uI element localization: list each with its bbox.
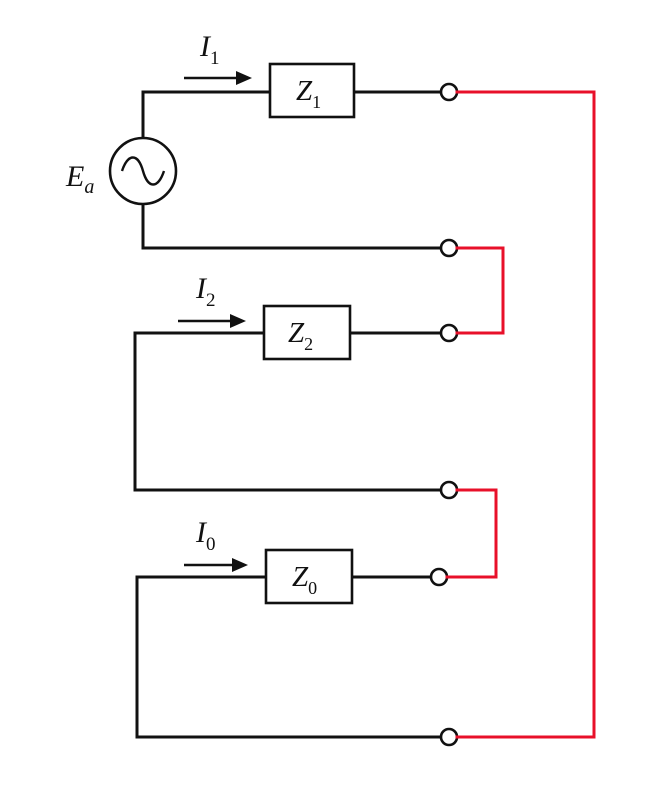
red-wire-positive-negative — [455, 246, 505, 335]
red-wire-outer — [455, 90, 596, 739]
current-label-i2: I2 — [195, 272, 216, 311]
wire-zero-loop — [135, 575, 442, 739]
wire-positive-top — [141, 90, 272, 140]
impedance-z1 — [268, 62, 356, 119]
wire-negative-loop — [133, 331, 442, 492]
impedance-label-z1: Z1 — [296, 75, 321, 112]
red-wire-negative-zero — [445, 488, 498, 579]
impedance-label-z0: Z0 — [292, 561, 317, 598]
impedance-z2 — [262, 304, 352, 361]
terminal-positive-2 — [439, 238, 459, 258]
zero-sequence-network: I0 Z0 — [135, 516, 459, 747]
positive-sequence-network: Ea I1 Z1 — [65, 30, 459, 258]
negative-sequence-network: I2 Z2 — [133, 272, 459, 500]
terminal-zero-1 — [429, 567, 449, 587]
terminal-negative-2 — [439, 480, 459, 500]
terminal-positive-1 — [439, 82, 459, 102]
wire-positive-return — [141, 202, 442, 250]
terminal-zero-2 — [439, 727, 459, 747]
current-arrow-i0 — [184, 558, 248, 572]
current-arrow-i2 — [178, 314, 246, 328]
current-label-i1: I1 — [199, 30, 220, 69]
impedance-label-z2: Z2 — [288, 317, 313, 354]
terminal-negative-1 — [439, 323, 459, 343]
series-connections — [445, 90, 596, 739]
impedance-z0 — [264, 548, 354, 605]
current-label-i0: I0 — [195, 516, 216, 555]
source-label: Ea — [65, 160, 94, 198]
current-arrow-i1 — [184, 71, 252, 85]
ac-wave-icon — [120, 156, 166, 186]
